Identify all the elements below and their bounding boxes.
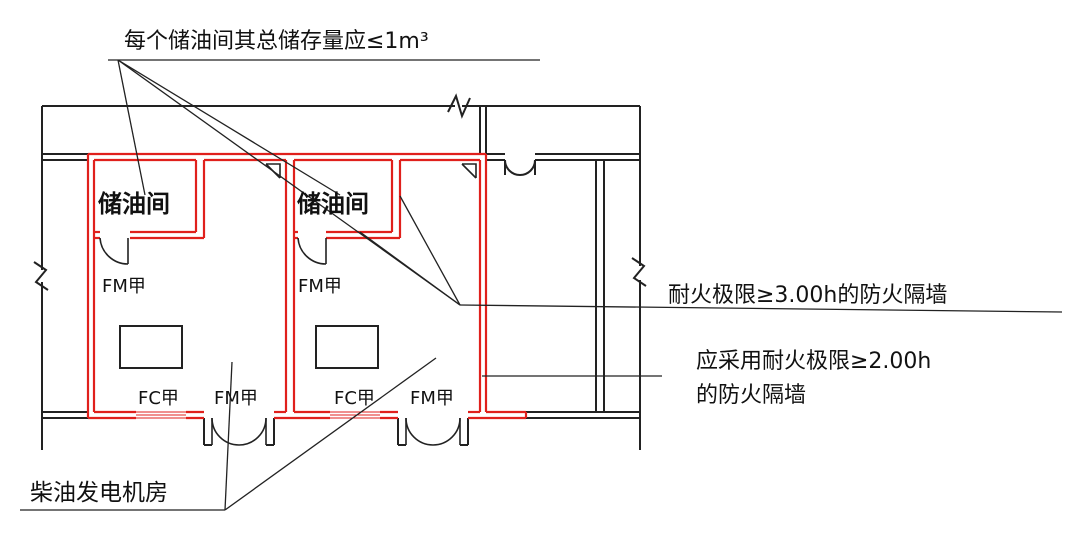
oil-room-label-right: 储油间 <box>297 190 369 218</box>
generator-unit-left <box>119 325 183 369</box>
fire-windows <box>136 411 380 419</box>
leader-lines <box>20 59 1063 511</box>
storage-limit-label: 每个储油间其总储存量应≤1m³ <box>124 29 429 54</box>
building-walls <box>33 93 647 450</box>
fire-door-label-bottom-left: FM甲 <box>214 388 258 409</box>
door-swings <box>211 417 461 446</box>
fire-wall-2h-label-line1: 应采用耐火极限≥2.00h <box>696 349 931 374</box>
oil-room-label-left: 储油间 <box>98 190 170 218</box>
fire-window-label-left: FC甲 <box>138 388 179 409</box>
fire-door-label-bottom-right: FM甲 <box>410 388 454 409</box>
oil-room-doors <box>99 237 327 265</box>
generator-room-label: 柴油发电机房 <box>30 480 168 506</box>
fire-window-label-right: FC甲 <box>334 388 375 409</box>
fire-door-label-right: FM甲 <box>298 276 342 297</box>
fire-door-label-left: FM甲 <box>102 276 146 297</box>
fire-wall-3h-label: 耐火极限≥3.00h的防火隔墙 <box>668 283 947 308</box>
fire-walls <box>86 152 528 420</box>
corner-columns <box>265 163 477 179</box>
fire-wall-2h-label-line2: 的防火隔墙 <box>696 383 806 408</box>
generator-units <box>119 325 379 369</box>
generator-unit-right <box>315 325 379 369</box>
